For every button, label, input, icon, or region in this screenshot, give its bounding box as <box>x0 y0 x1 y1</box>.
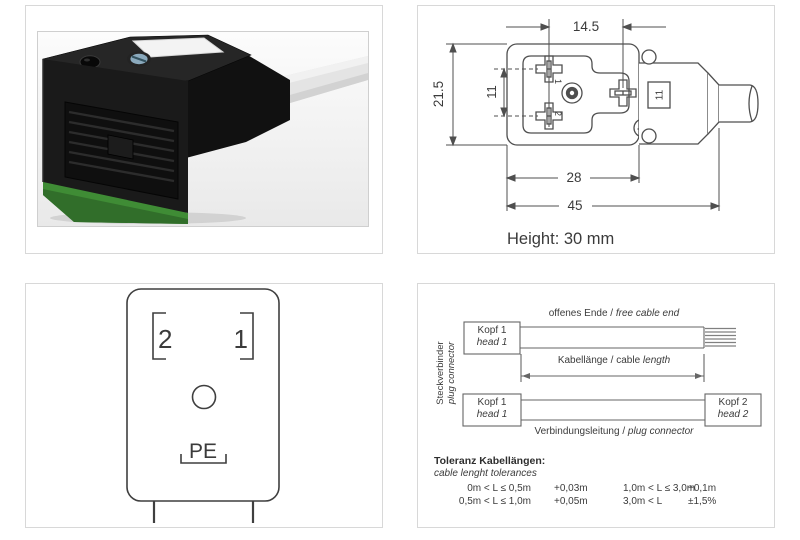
head1-bottom-text: Kopf 1 head 1 <box>476 397 508 420</box>
pin-pe-label: PE <box>189 440 217 463</box>
dim-width-top: 14.5 <box>573 19 599 34</box>
head1-top-text: Kopf 1 head 1 <box>476 325 508 348</box>
latch-label: 11 <box>655 89 666 100</box>
dimension-drawing-panel: 14.5 21.5 11 28 45 1 2 11 Height: 30 mm <box>417 5 775 254</box>
product-photo-panel <box>25 5 383 254</box>
front-tab <box>107 134 134 160</box>
head1-bottom-box <box>462 393 522 427</box>
cable-length-panel: Steckverbinder plug connector offenes En… <box>417 283 775 528</box>
product-photo <box>37 31 369 227</box>
cable-grey <box>276 56 368 106</box>
free-end-label: offenes Ende / free cable end <box>548 308 680 319</box>
connection-label: Verbindungsleitung / plug connector <box>534 426 694 437</box>
dim-total-length: 45 <box>567 198 582 213</box>
center-screw <box>127 51 151 67</box>
dim-height-left: 21.5 <box>431 81 446 107</box>
side-label-en: plug connector <box>445 341 457 405</box>
dim-pin-spacing: 11 <box>484 85 499 99</box>
tolerance-title-en: cable lenght tolerances <box>434 468 537 479</box>
head2-box <box>704 393 762 427</box>
green-base <box>43 182 188 224</box>
dimension-lines <box>446 19 721 211</box>
pin-left-label: 2 <box>158 324 172 354</box>
pinout-panel: 2 1 PE <box>25 283 383 528</box>
connector-outline <box>506 43 759 146</box>
side-label: Steckverbinder plug connector <box>435 313 458 433</box>
height-note: Height: 30 mm <box>507 230 614 248</box>
tolerance-title-de: Toleranz Kabellängen: <box>434 455 546 467</box>
contact2-label: 2 <box>553 111 563 116</box>
head1-top-box <box>463 321 521 355</box>
connector-photo-illustration <box>42 34 368 224</box>
cable-diagram-lines <box>462 321 762 427</box>
pinout-outline <box>126 288 280 523</box>
contact1-label: 1 <box>553 79 563 84</box>
stripped-wires <box>705 327 736 347</box>
side-label-de: Steckverbinder <box>435 341 446 405</box>
head2-text: Kopf 2 head 2 <box>717 397 749 420</box>
dimension-drawing: 14.5 21.5 11 28 45 1 2 11 Height: 30 mm <box>431 19 759 248</box>
pin-right-label: 1 <box>234 324 248 354</box>
gland-housing <box>186 54 290 158</box>
pinout-diagram: 2 1 PE <box>126 288 280 523</box>
white-label <box>131 37 225 58</box>
dim-body-width: 28 <box>566 170 581 185</box>
cable-length-label: Kabellänge / cable length <box>557 355 671 366</box>
